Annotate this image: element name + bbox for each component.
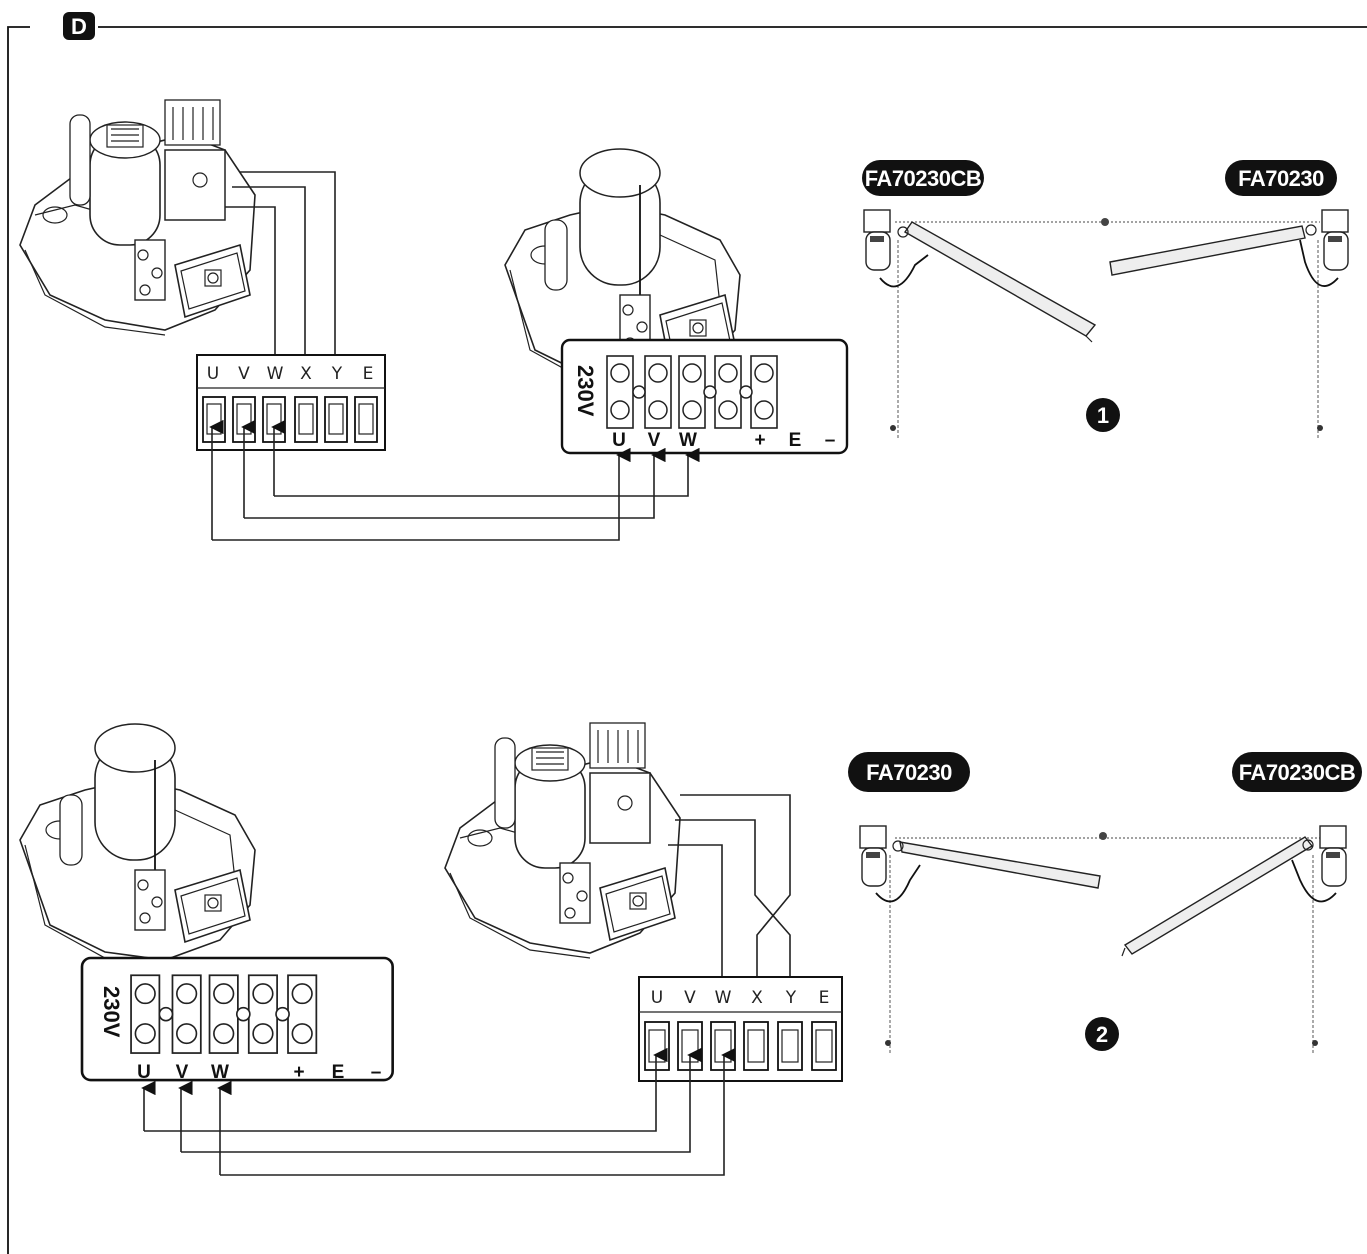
terminal-label-w: W bbox=[715, 988, 732, 1008]
wire-x-1 bbox=[232, 186, 306, 355]
terminal-label-x: X bbox=[300, 364, 312, 384]
terminal-label-x: X bbox=[751, 988, 763, 1008]
terminal-label-u: U bbox=[207, 364, 219, 384]
step-badge-2 bbox=[1085, 1017, 1119, 1051]
frame-border bbox=[7, 26, 1367, 1254]
motor-with-control-board-2 bbox=[444, 722, 681, 959]
block-label-plus: + bbox=[754, 430, 765, 451]
block-label-u: U bbox=[612, 430, 626, 451]
block-label-e: E bbox=[789, 430, 802, 451]
label-right-1: FA70230 bbox=[1238, 166, 1324, 191]
terminal-label-v: V bbox=[238, 364, 250, 384]
block-label-v: V bbox=[176, 1062, 189, 1083]
block-label-minus: – bbox=[371, 1062, 382, 1083]
board-terminal-strip-2: U V W X Y E bbox=[638, 976, 843, 1082]
block-label-plus: + bbox=[293, 1062, 304, 1083]
terminal-label-u: U bbox=[651, 988, 663, 1008]
wire-cross-a-2 bbox=[680, 794, 791, 977]
terminal-label-v: V bbox=[684, 988, 696, 1008]
frame-letter-badge bbox=[63, 12, 95, 40]
block-label-e: E bbox=[332, 1062, 345, 1083]
block-label-w: W bbox=[211, 1062, 229, 1083]
terminal-label-y: Y bbox=[331, 364, 343, 384]
terminal-label-e: E bbox=[819, 988, 830, 1008]
label-pill-right-2 bbox=[1232, 752, 1362, 792]
label-pill-left-1 bbox=[862, 160, 984, 196]
step-number-1: 1 bbox=[1097, 403, 1109, 428]
label-right-2: FA70230CB bbox=[1239, 760, 1356, 785]
terminal-label-w: W bbox=[267, 364, 284, 384]
wire-w-1 bbox=[225, 206, 276, 355]
label-left-2: FA70230 bbox=[866, 760, 952, 785]
terminal-block-230v-1: 230V U V W + E – bbox=[560, 338, 849, 455]
block-label-minus: – bbox=[825, 430, 836, 451]
voltage-label: 230V bbox=[99, 986, 124, 1038]
wire-w-2 bbox=[668, 844, 723, 977]
section-1: U V W X Y E 230V U V W + E – FA70230CB bbox=[19, 99, 1349, 541]
terminal-block-230v-2: 230V U V W + E – bbox=[80, 956, 394, 1083]
label-pill-left-2 bbox=[848, 752, 970, 792]
label-left-1: FA70230CB bbox=[865, 166, 982, 191]
frame-letter: D bbox=[71, 14, 87, 39]
board-terminal-strip-1: U V W X Y E bbox=[196, 354, 386, 451]
motor-with-control-board-1 bbox=[19, 99, 256, 336]
step-badge-1 bbox=[1086, 398, 1120, 432]
link-w-block-1 bbox=[274, 447, 700, 497]
wire-cross-b-2 bbox=[675, 819, 791, 977]
step-number-2: 2 bbox=[1096, 1022, 1108, 1047]
terminal-label-e: E bbox=[363, 364, 374, 384]
link-u-block-1 bbox=[212, 447, 631, 541]
gate-illustration-1: FA70230CB FA70230 1 bbox=[862, 160, 1349, 440]
section-2: U V W X Y E 230V U V W + E – FA70230 bbox=[19, 722, 1362, 1176]
link-v-block-1 bbox=[244, 447, 666, 519]
voltage-label: 230V bbox=[573, 365, 598, 417]
terminal-label-y: Y bbox=[785, 988, 797, 1008]
link-v-board-2 bbox=[181, 1047, 702, 1153]
gate-illustration-2: FA70230 FA70230CB 2 bbox=[848, 752, 1362, 1055]
link-w-board-2 bbox=[220, 1047, 736, 1176]
block-label-w: W bbox=[679, 430, 697, 451]
motor-plain-2 bbox=[19, 723, 256, 967]
label-pill-right-1 bbox=[1225, 160, 1337, 196]
wire-y-1 bbox=[240, 171, 336, 355]
block-label-u: U bbox=[137, 1062, 151, 1083]
block-label-v: V bbox=[648, 430, 661, 451]
link-u-board-2 bbox=[144, 1047, 668, 1132]
